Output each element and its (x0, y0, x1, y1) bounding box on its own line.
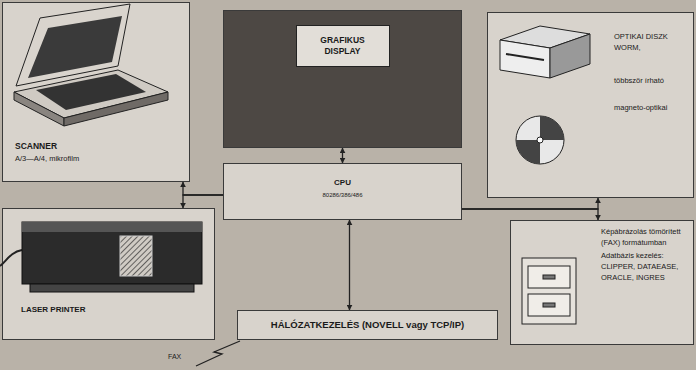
scanner-drawing (14, 4, 168, 126)
display-box: GRAFIKUS DISPLAY (223, 10, 462, 148)
box-title: CPU (230, 178, 455, 188)
connector (462, 209, 598, 220)
box-text: A/3—A/4, mikrofilm (15, 154, 181, 164)
connector (349, 220, 350, 310)
signal-label: FAX (168, 353, 181, 360)
network-box: HÁLÓZATKEZELÉS (NOVELL vagy TCP/IP) (237, 310, 498, 340)
box-title: SCANNER (15, 141, 181, 152)
box-text: magneto-optikai (614, 103, 687, 113)
connector (342, 148, 343, 163)
box-text: 80286/386/486 (230, 192, 455, 200)
connector (183, 195, 223, 208)
box-title: HÁLÓZATKEZELÉS (NOVELL vagy TCP/IP) (242, 319, 493, 331)
box-title: OPTIKAI DISZK WORM, (614, 31, 686, 54)
box-title: LASER PRINTER (21, 305, 208, 315)
cabinet-drawing (522, 258, 576, 324)
box-text: többször írható (614, 76, 687, 86)
connector (183, 182, 223, 195)
box-title: GRAFIKUS DISPLAY (296, 25, 390, 67)
connector (462, 198, 598, 209)
box-title: Képábrázolás tömörített (FAX) formátumba… (601, 227, 689, 249)
cpu-box: CPU 80286/386/486 (223, 163, 462, 220)
box-text: Adatbázis kezelés: CLIPPER, DATAEASE, OR… (601, 251, 689, 284)
printer-drawing (0, 222, 202, 292)
optical-drive-drawing (500, 26, 590, 164)
lightning-symbol (196, 341, 240, 366)
